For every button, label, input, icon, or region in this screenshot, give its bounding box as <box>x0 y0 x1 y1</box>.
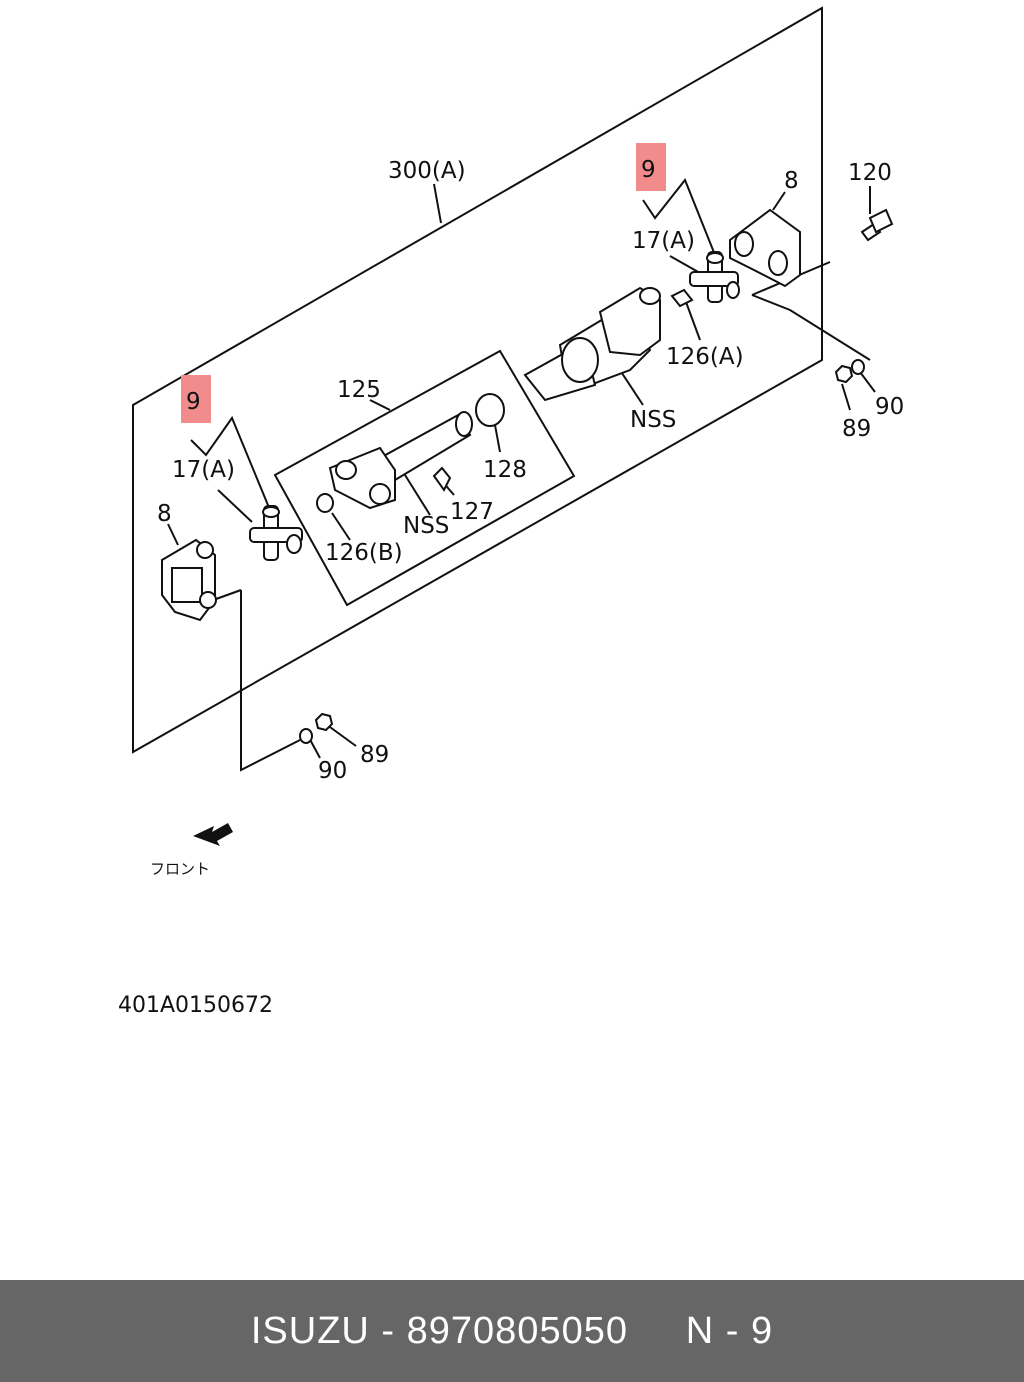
label-shaft: 125 <box>337 377 381 403</box>
highlight-box-left <box>181 375 211 423</box>
label-cross-kit-left: 9 <box>186 389 201 415</box>
label-nss-mid: NSS <box>403 513 449 539</box>
footer-separator: - <box>381 1309 396 1352</box>
universal-joint-top <box>689 251 740 303</box>
drawing-number: 401A0150672 <box>118 993 273 1018</box>
slip-yoke <box>523 286 661 402</box>
label-bearing-left: 17(A) <box>172 457 235 483</box>
footer-page: N - 9 <box>685 1309 774 1352</box>
footer-part-number: 8970805050 <box>406 1309 628 1352</box>
front-label: フロント <box>150 860 210 878</box>
flange-yoke-left <box>161 538 217 622</box>
label-flange-top: 8 <box>784 168 799 194</box>
footer-brand: ISUZU <box>250 1309 370 1352</box>
washer-126b <box>316 493 334 513</box>
label-nut-right: 89 <box>842 416 871 442</box>
nut-washer-bottom <box>299 712 334 744</box>
footer-space-1 <box>370 1310 382 1353</box>
label-plug: 127 <box>450 499 494 525</box>
label-flange-left: 8 <box>157 501 172 527</box>
plug-127 <box>432 466 452 492</box>
shaft-tube <box>328 411 473 510</box>
assembly-frame <box>132 6 823 754</box>
universal-joint-left <box>249 505 303 561</box>
highlight-box-top <box>636 143 666 191</box>
footer-gap <box>628 1310 686 1353</box>
label-nss-top: NSS <box>630 407 676 433</box>
shaft-subassembly-frame <box>273 349 576 607</box>
footer-space-2 <box>395 1310 407 1353</box>
label-grease-nipple-top: 126(A) <box>666 344 744 370</box>
bolt-120 <box>860 208 894 242</box>
label-bolt: 120 <box>848 160 892 186</box>
nut-washer-right <box>834 359 865 384</box>
parts-diagram: 300(A) 9 9 17(A) 17(A) 8 8 120 126(A) 12… <box>118 6 904 1018</box>
flange-yoke-top <box>729 208 801 288</box>
label-grease-nipple-left: 126(B) <box>325 540 403 566</box>
label-nut-bottom: 89 <box>360 742 389 768</box>
label-assembly: 300(A) <box>388 158 466 184</box>
label-bearing-top: 17(A) <box>632 228 695 254</box>
front-arrow-icon <box>193 823 233 846</box>
label-seal: 128 <box>483 457 527 483</box>
label-cross-kit-top: 9 <box>641 157 656 183</box>
footer-bar: ISUZU - 8970805050 N - 9 <box>0 1280 1024 1382</box>
label-washer-bottom: 90 <box>318 758 347 784</box>
seal-128 <box>475 393 505 427</box>
label-washer-right: 90 <box>875 394 904 420</box>
